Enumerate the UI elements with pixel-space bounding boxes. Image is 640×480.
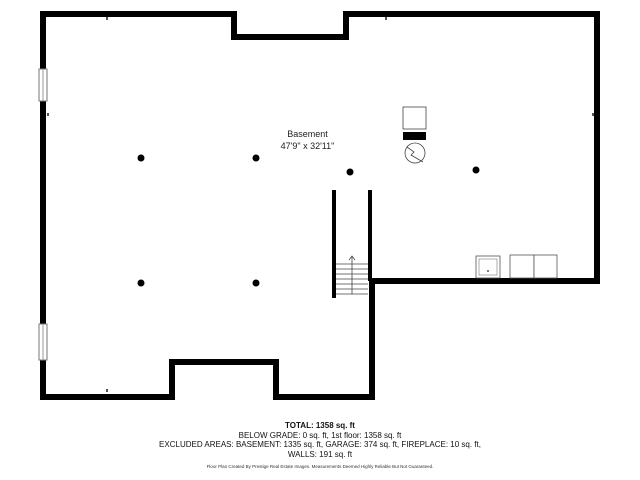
room-name: Basement [287, 129, 328, 139]
credit-note: Floor Plan Created By Prestige Real Esta… [206, 464, 434, 469]
furnace-icon [402, 106, 427, 130]
stair-arrow-head [348, 255, 356, 261]
support-post [252, 279, 260, 287]
window-upper-left [38, 68, 48, 102]
excluded-areas: EXCLUDED AREAS: BASEMENT: 1335 sq. ft, G… [159, 440, 481, 449]
exterior-walls [40, 11, 600, 400]
wall-marker [47, 113, 49, 116]
laundry-sink-icon [475, 255, 501, 279]
wall-marker [385, 17, 387, 20]
furnace-vent-icon [403, 132, 426, 140]
support-post [252, 154, 260, 162]
washer-icon [509, 254, 535, 279]
room-label: Basement 47'9" x 32'11" [250, 128, 365, 152]
support-post [137, 279, 145, 287]
area-summary: TOTAL: 1358 sq. ft BELOW GRADE: 0 sq. ft… [0, 421, 640, 459]
support-post [137, 154, 145, 162]
wall-marker [106, 389, 108, 392]
room-dimensions: 47'9" x 32'11" [280, 141, 335, 151]
water-heater-icon [404, 142, 426, 164]
window-lower-left [38, 323, 48, 361]
stairs [336, 255, 368, 295]
dryer-icon [533, 254, 558, 279]
support-post [346, 168, 354, 176]
below-grade-area: BELOW GRADE: 0 sq. ft, 1st floor: 1358 s… [238, 430, 402, 440]
support-post [472, 166, 480, 174]
wall-marker [106, 17, 108, 20]
walls-area: WALLS: 191 sq. ft [287, 449, 353, 459]
wall-marker [592, 113, 594, 116]
total-area: TOTAL: 1358 sq. ft [285, 421, 355, 430]
